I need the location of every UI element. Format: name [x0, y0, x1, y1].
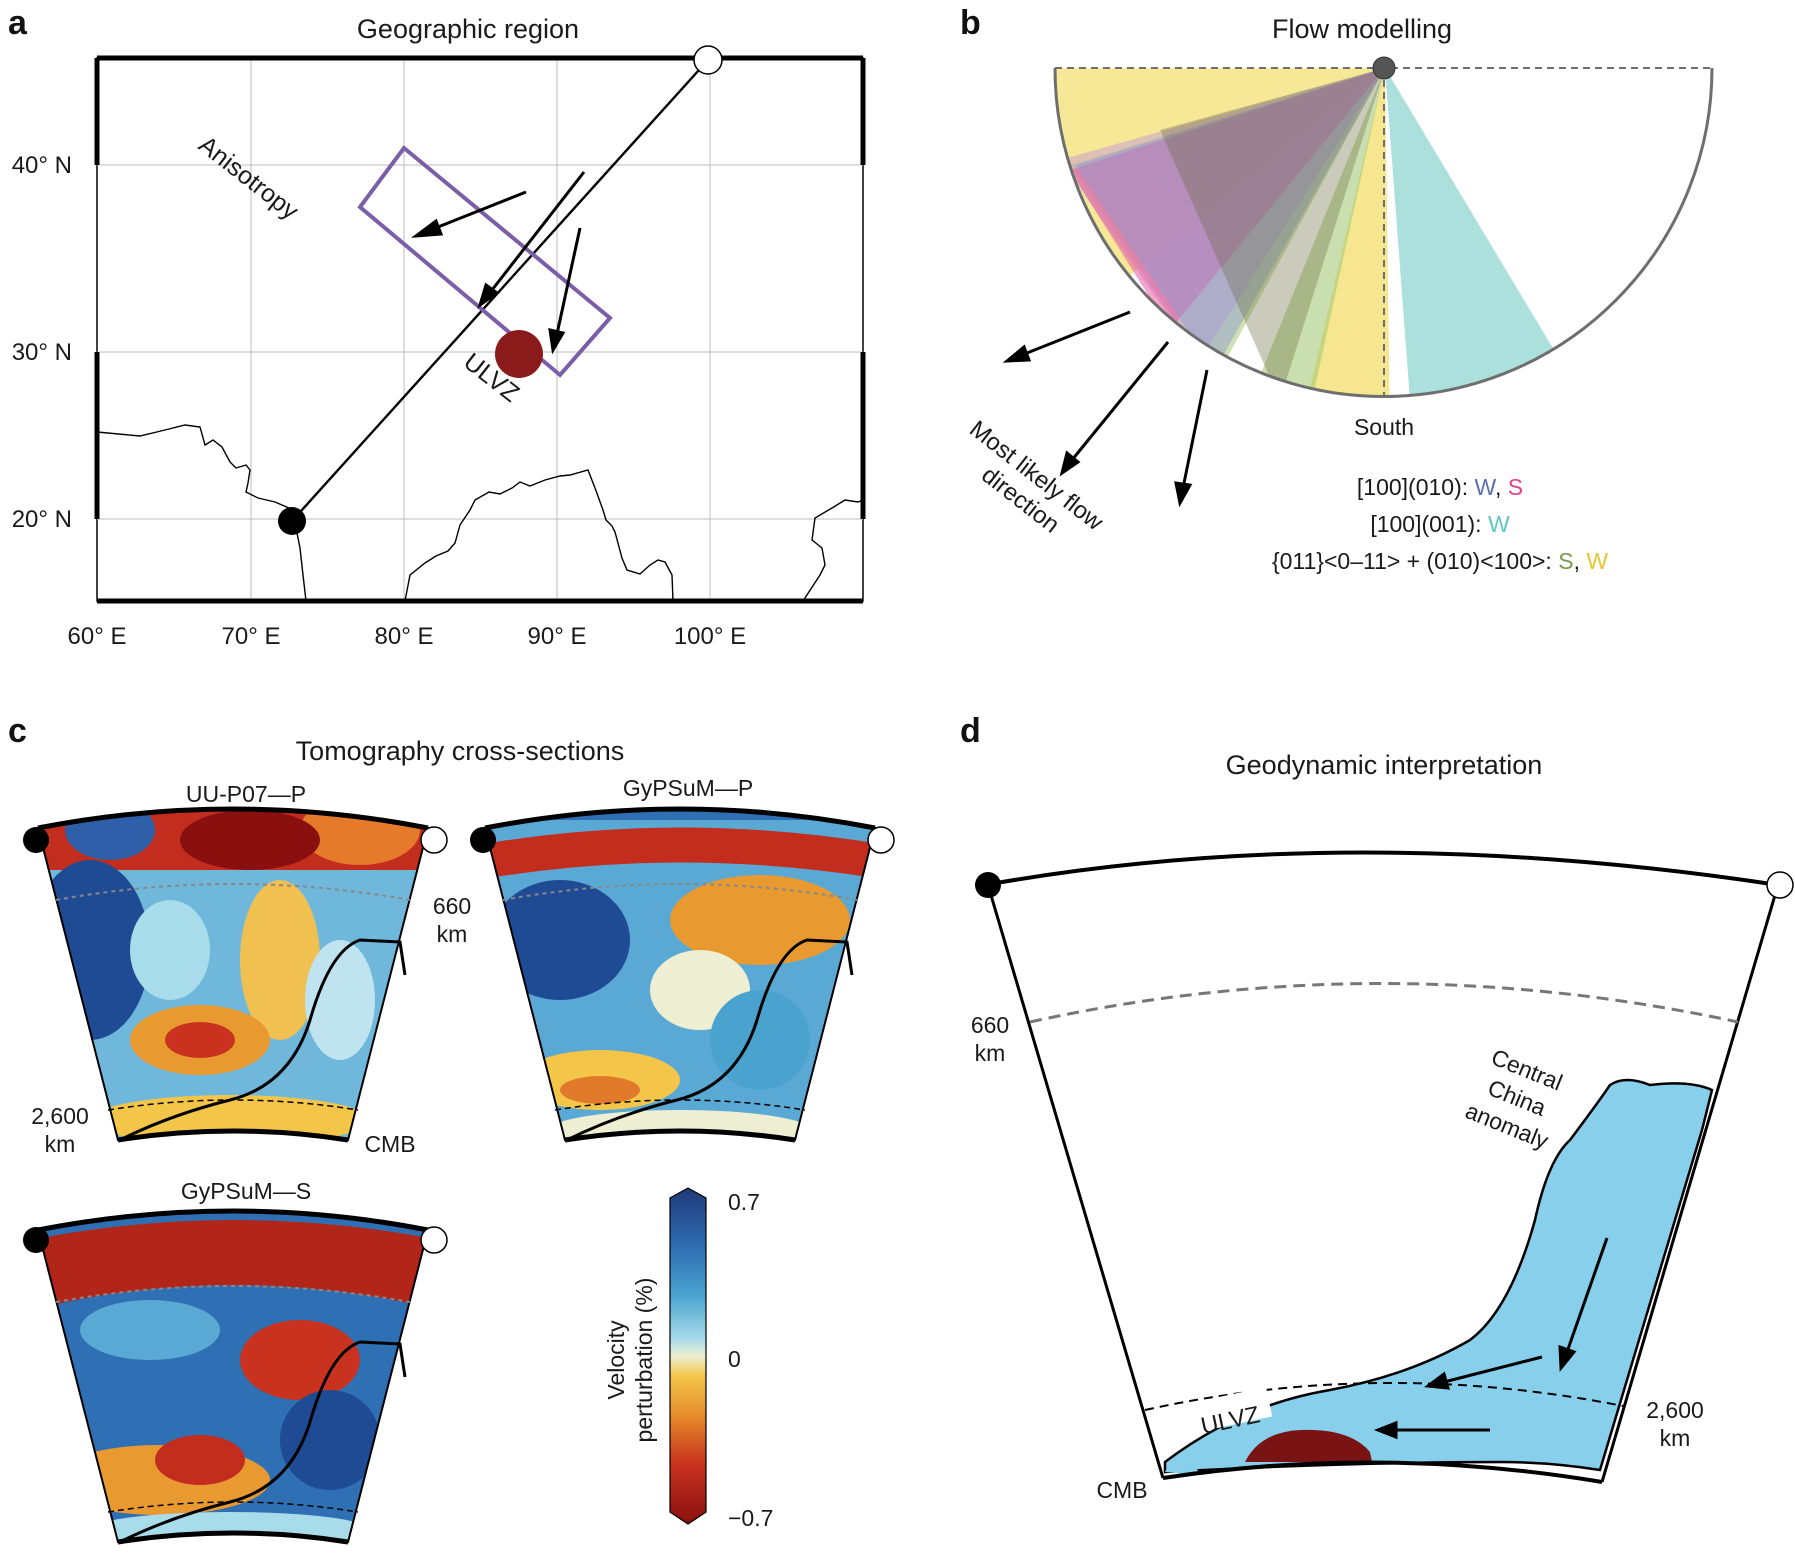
sector-cyan: [1385, 68, 1560, 397]
panel-title: Geodynamic interpretation: [1226, 750, 1543, 780]
flow-sectors: [1055, 68, 1560, 397]
great-circle-path: [291, 59, 709, 522]
colorbar-min: −0.7: [728, 1505, 773, 1531]
x-tick: 80° E: [375, 623, 434, 650]
colorbar-mid: 0: [728, 1346, 741, 1372]
map-frame: Anisotropy ULVZ: [94, 45, 866, 604]
ulvz-marker: [495, 330, 543, 378]
frame-bars: [94, 55, 866, 604]
sector-pink: [1070, 68, 1385, 330]
ulvz-patch: [1245, 1429, 1372, 1462]
cmb-arc: [1162, 1460, 1603, 1484]
section-title: UU-P07—P: [186, 781, 306, 807]
depth-2600-line: [1144, 1381, 1624, 1411]
panel-letter: b: [960, 4, 981, 42]
surface-arc: [984, 850, 1779, 887]
flow-arrows: [410, 171, 586, 355]
panel-b: b Flow modelling South Most likely flow: [960, 4, 1714, 574]
cmb-label: CMB: [364, 1131, 415, 1157]
colorbar-max: 0.7: [728, 1189, 760, 1215]
receiver-marker: [693, 45, 723, 75]
y-axis-ticks: 40° N 30° N 20° N: [12, 152, 72, 533]
central-china-anomaly: [1163, 1078, 1714, 1474]
legend-entry: {011}<0–11> + (010)<100>: S, W: [1272, 548, 1608, 574]
y-tick: 20° N: [12, 506, 72, 533]
legend-entry: [100](001): W: [1370, 511, 1510, 537]
interpretation-arrows: [1373, 1237, 1609, 1440]
panel-title: Tomography cross-sections: [296, 736, 625, 766]
receiver-marker: [1766, 871, 1794, 899]
y-tick: 40° N: [12, 152, 72, 179]
depth-660-unit: km: [437, 921, 468, 947]
depth-660-label: 660: [433, 893, 471, 919]
sector-olive: [1250, 68, 1385, 397]
ulvz-label-bg: [1187, 1387, 1273, 1433]
section-title: GyPSuM—P: [623, 775, 753, 801]
panel-letter: d: [960, 712, 981, 750]
x-tick: 60° E: [68, 623, 127, 650]
cmb-label: CMB: [1096, 1477, 1147, 1503]
tomography-section-uu-p07-p: UU-P07—P: [23, 781, 448, 1143]
depth-2600-label: 2,600: [1646, 1397, 1704, 1423]
legend: [100](010): W, S [100](001): W {011}<0–1…: [1272, 474, 1608, 574]
wedge-right-edge: [1600, 884, 1780, 1483]
panel-a: a Geographic region: [8, 4, 866, 650]
station-marker: [1372, 56, 1396, 80]
panel-letter: c: [8, 712, 27, 750]
tomography-section-gypsum-s: GyPSuM—S: [23, 1178, 448, 1545]
semicircle-arc: [1053, 67, 1714, 398]
panel-d: d Geodynamic interpretation 660 km 2,600…: [960, 712, 1794, 1503]
y-tick: 30° N: [12, 339, 72, 366]
wedge-left-edge: [986, 884, 1165, 1479]
depth-660-label: 660: [971, 1012, 1009, 1038]
depth-2600-unit: km: [1660, 1425, 1691, 1451]
sector-overlap: [1160, 68, 1385, 397]
panel-title: Geographic region: [357, 14, 579, 44]
flow-direction-arrows: [1002, 310, 1209, 508]
section-title: GyPSuM—S: [181, 1178, 311, 1204]
x-tick: 90° E: [528, 623, 587, 650]
x-tick: 100° E: [674, 623, 746, 650]
depth-2600-label: 2,600: [31, 1103, 89, 1129]
south-label: South: [1354, 414, 1414, 440]
colorbar: 0.7 0 −0.7 Velocity perturbation (%): [603, 1187, 773, 1531]
depth-660-unit: km: [975, 1040, 1006, 1066]
depth-660-line: [1029, 982, 1739, 1024]
anomaly-tail: [1165, 1455, 1200, 1475]
x-tick: 70° E: [222, 623, 281, 650]
tomography-section-gypsum-p: GyPSuM—P: [470, 775, 895, 1143]
source-marker: [975, 872, 1001, 898]
sector-blue: [1075, 68, 1385, 370]
anisotropy-box: [357, 145, 613, 378]
source-marker: [278, 507, 306, 535]
panel-letter: a: [8, 4, 28, 42]
colorbar-label-line2: perturbation (%): [631, 1278, 657, 1443]
panel-c: c Tomography cross-sections UU-P07—P: [8, 712, 895, 1545]
x-axis-ticks: 60° E 70° E 80° E 90° E 100° E: [68, 623, 747, 650]
anomaly-label: Central China anomaly: [1462, 1044, 1566, 1154]
depth-2600-unit: km: [45, 1131, 76, 1157]
panel-title: Flow modelling: [1272, 14, 1452, 44]
colorbar-label-line1: Velocity: [603, 1320, 629, 1400]
legend-entry: [100](010): W, S: [1357, 474, 1523, 500]
